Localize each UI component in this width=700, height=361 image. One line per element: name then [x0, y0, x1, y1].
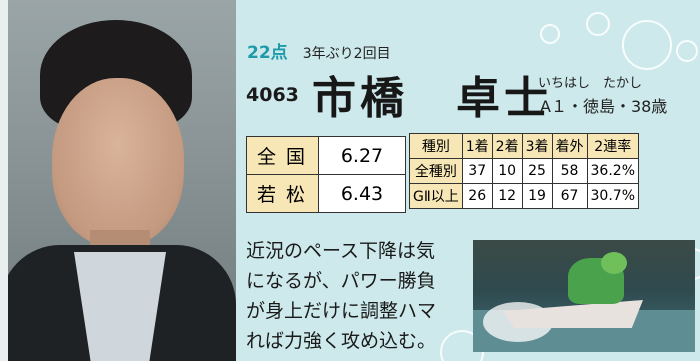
table-cell: 36.2%	[586, 158, 640, 184]
racer-number: 4063	[246, 84, 299, 106]
table-cell: 30.7%	[586, 183, 640, 209]
column-header: 種別	[409, 133, 463, 159]
bubble-decoration	[676, 40, 698, 62]
comment-line: れば力強く攻め込む。	[246, 330, 437, 352]
row-label: 全種別	[409, 158, 463, 184]
selection-note: 3年ぶり2回目	[302, 46, 391, 62]
comment-line: が身上だけに調整ハマ	[246, 300, 437, 322]
comment-line: 近況のペース下降は気	[246, 240, 436, 262]
win-rate-value: 6.27	[318, 136, 406, 175]
column-header: 1着	[461, 133, 493, 159]
table-cell: 58	[551, 158, 588, 184]
table-row: 全国 6.27	[246, 136, 406, 175]
table-cell: 10	[491, 158, 523, 184]
table-header-row: 種別 1着 2着 3着 着外 2連率	[409, 133, 640, 159]
finish-stats-table: 種別 1着 2着 3着 着外 2連率 全種別 37 10 25 58 36.2%…	[409, 133, 640, 209]
comment-line: になるが、パワー勝負	[246, 270, 436, 292]
table-row: 若松 6.43	[246, 174, 406, 213]
win-rate-value: 6.43	[318, 174, 406, 213]
table-cell: 37	[461, 158, 493, 184]
selection-header: 22点 3年ぶり2回目	[247, 38, 391, 63]
column-header: 2連率	[586, 133, 640, 159]
table-cell: 67	[551, 183, 588, 209]
bubble-decoration	[622, 20, 672, 70]
table-cell: 26	[461, 183, 493, 209]
racer-name: 市橋 卓士	[312, 73, 552, 124]
racer-name-kana: いちはし たかし	[538, 76, 643, 91]
column-header: 着外	[551, 133, 588, 159]
table-row: 全種別 37 10 25 58 36.2%	[409, 158, 640, 184]
column-header: 2着	[491, 133, 523, 159]
selection-points: 22点	[247, 43, 288, 63]
column-header: 3着	[521, 133, 553, 159]
row-label: GⅡ以上	[409, 183, 463, 209]
table-cell: 19	[521, 183, 553, 209]
table-cell: 12	[491, 183, 523, 209]
race-boat-photo	[473, 240, 695, 352]
table-row: GⅡ以上 26 12 19 67 30.7%	[409, 183, 640, 209]
racer-photo	[0, 0, 236, 361]
win-rate-table: 全国 6.27 若松 6.43	[246, 136, 406, 213]
win-rate-label: 若松	[246, 174, 319, 213]
racer-class-info: A１・徳島・38歳	[540, 97, 668, 116]
table-cell: 25	[521, 158, 553, 184]
bubble-decoration	[540, 24, 560, 44]
win-rate-label: 全国	[246, 136, 319, 175]
bubble-decoration	[586, 12, 610, 36]
racer-comment: 近況のペース下降は気 になるが、パワー勝負 が身上だけに調整ハマ れば力強く攻め…	[246, 236, 472, 356]
